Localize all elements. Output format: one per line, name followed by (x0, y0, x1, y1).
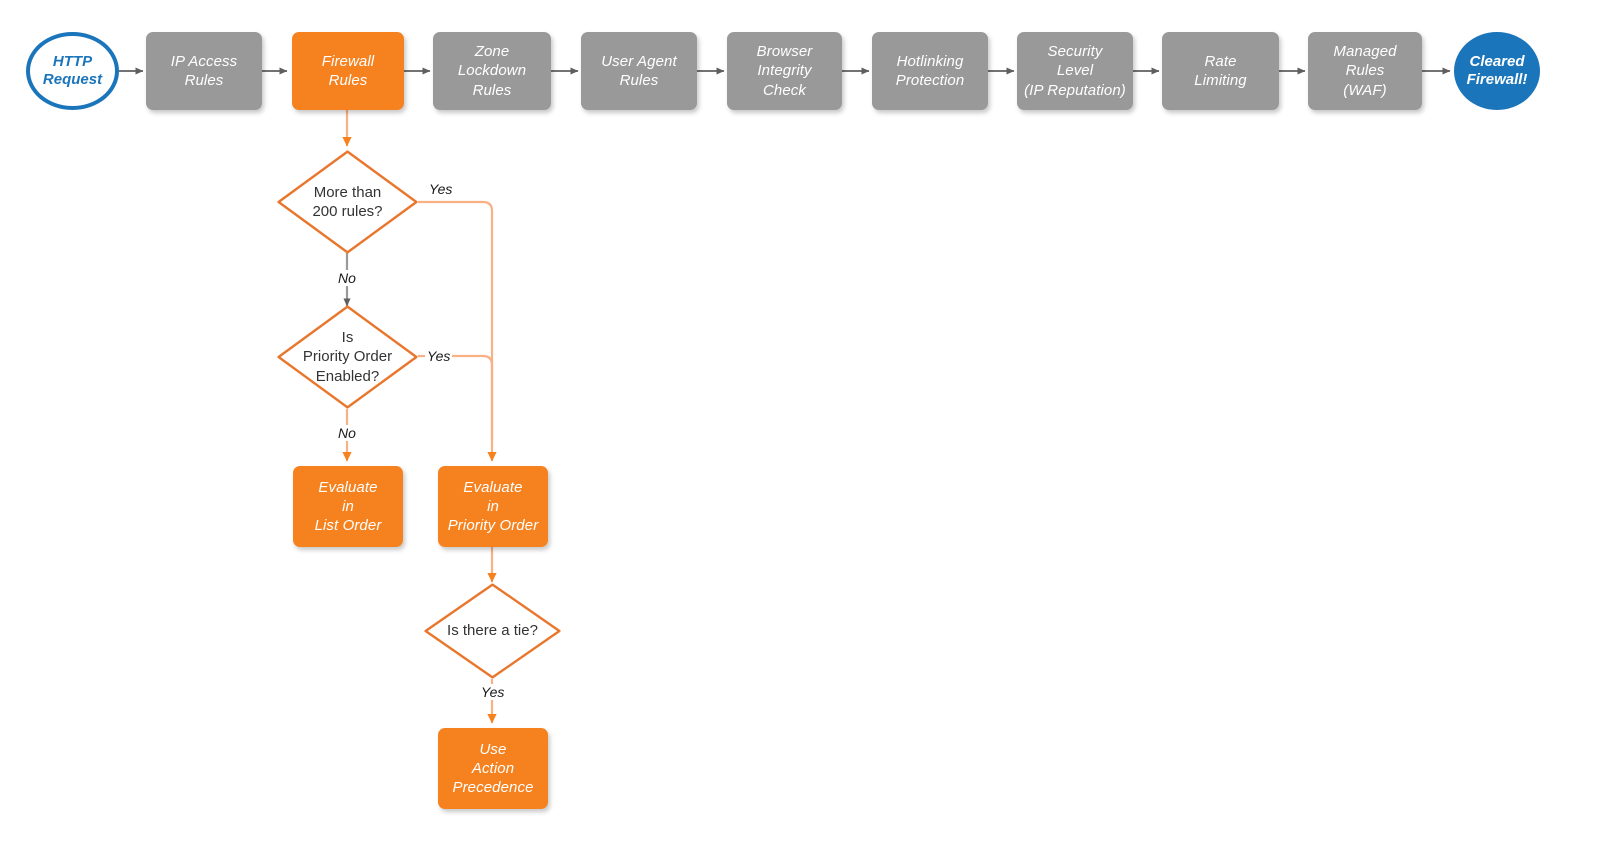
node-evaluate-in-priority-order[interactable]: Evaluate in Priority Order (438, 466, 548, 547)
node-evaluate-in-list-order-label: Evaluate in List Order (314, 478, 382, 535)
diamond-shape (277, 150, 418, 254)
node-cleared-firewall[interactable]: Cleared Firewall! (1454, 32, 1540, 110)
node-managed-rules-waf-label: Managed Rules (WAF) (1333, 43, 1397, 99)
decision-is-there-a-tie[interactable]: Is there a tie? (424, 583, 561, 679)
edge-priority-yes (418, 354, 494, 440)
node-http-request[interactable]: HTTP Request (26, 32, 119, 110)
node-security-level-label: Security Level (IP Reputation) (1024, 43, 1126, 99)
node-ip-access-rules[interactable]: IP Access Rules (146, 32, 262, 110)
node-evaluate-in-list-order[interactable]: Evaluate in List Order (293, 466, 403, 547)
node-use-action-precedence-label: Use Action Precedence (452, 740, 534, 797)
decision-more-than-200-rules[interactable]: More than 200 rules? (277, 150, 418, 254)
decision-is-there-a-tie-label: Is there a tie? (447, 622, 538, 640)
node-zone-lockdown-rules[interactable]: Zone Lockdown Rules (433, 32, 551, 110)
node-hotlinking-protection[interactable]: Hotlinking Protection (872, 32, 988, 110)
decision-is-priority-order-enabled[interactable]: Is Priority Order Enabled? (277, 305, 418, 409)
node-managed-rules-waf[interactable]: Managed Rules (WAF) (1308, 32, 1422, 110)
node-cleared-firewall-label: Cleared Firewall! (1466, 53, 1528, 88)
node-user-agent-rules[interactable]: User Agent Rules (581, 32, 697, 110)
edge-label-priority-yes: Yes (425, 348, 453, 364)
node-browser-integrity-check-label: Browser Integrity Check (756, 43, 813, 99)
node-firewall-rules[interactable]: Firewall Rules (292, 32, 404, 110)
node-evaluate-in-priority-order-label: Evaluate in Priority Order (447, 478, 539, 535)
node-user-agent-rules-label: User Agent Rules (601, 52, 677, 89)
node-browser-integrity-check[interactable]: Browser Integrity Check (727, 32, 842, 110)
node-rate-limiting[interactable]: Rate Limiting (1162, 32, 1279, 110)
node-ip-access-rules-label: IP Access Rules (170, 52, 238, 89)
node-use-action-precedence[interactable]: Use Action Precedence (438, 728, 548, 809)
diamond-shape (424, 583, 561, 679)
node-zone-lockdown-rules-label: Zone Lockdown Rules (457, 43, 527, 99)
node-firewall-rules-label: Firewall Rules (321, 52, 375, 89)
decision-more-than-200-rules-label: More than 200 rules? (312, 183, 383, 221)
edge-label-rules-yes: Yes (427, 181, 455, 197)
edge-label-rules-no: No (336, 270, 358, 286)
edge-rulecount-yes (418, 200, 497, 462)
decision-is-priority-order-enabled-label: Is Priority Order Enabled? (302, 328, 393, 385)
node-http-request-label: HTTP Request (42, 53, 103, 88)
node-rate-limiting-label: Rate Limiting (1194, 52, 1247, 89)
edge-label-priority-no: No (336, 425, 358, 441)
diamond-shape (277, 305, 418, 409)
edge-label-tie-yes: Yes (479, 684, 507, 700)
node-security-level[interactable]: Security Level (IP Reputation) (1017, 32, 1133, 110)
node-hotlinking-protection-label: Hotlinking Protection (895, 52, 965, 89)
